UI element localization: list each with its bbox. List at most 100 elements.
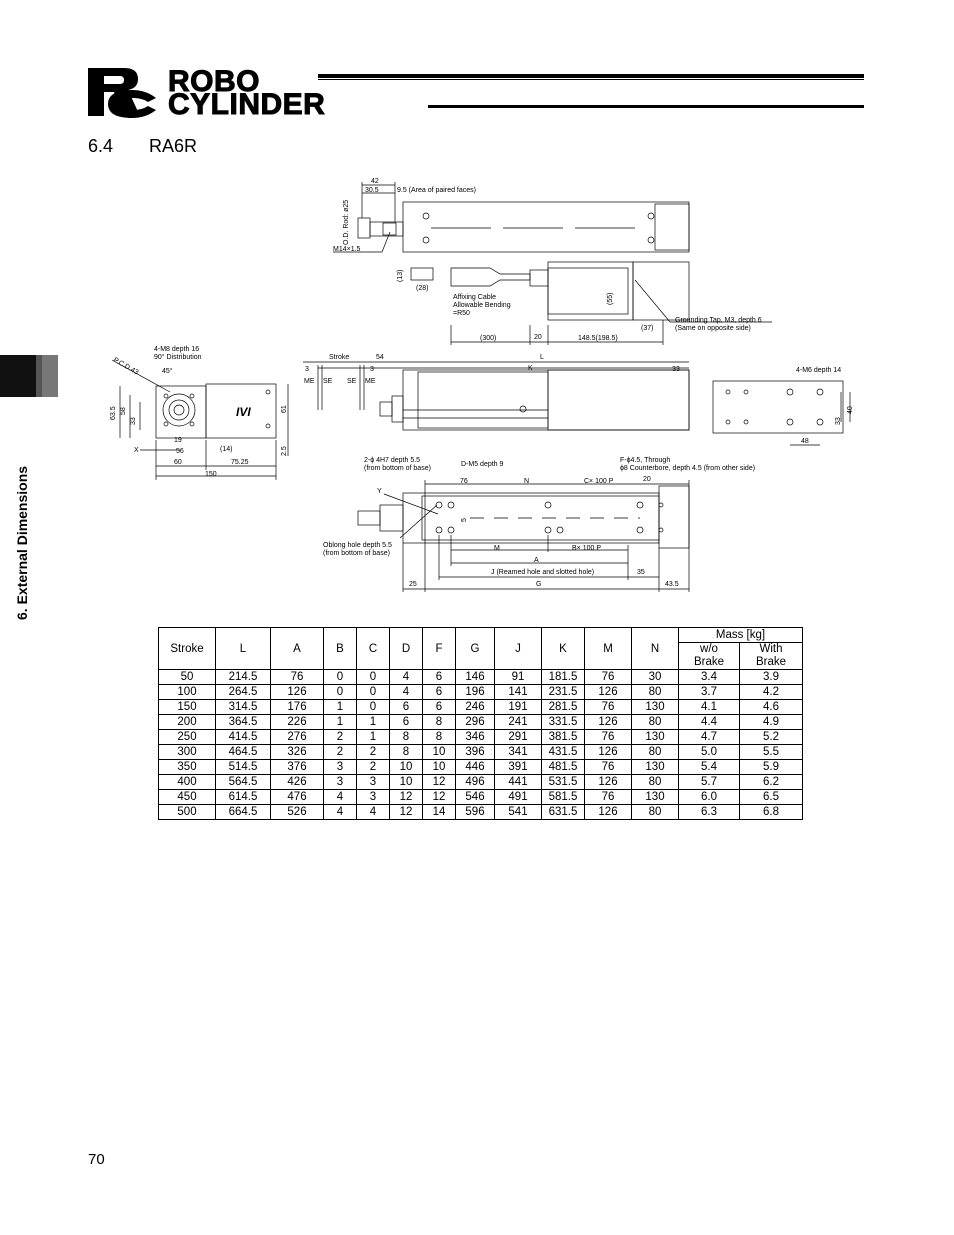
table-cell: 10 xyxy=(389,759,423,775)
table-cell: 126 xyxy=(584,744,632,760)
brand-mark: IVI xyxy=(236,405,251,419)
table-cell: 196 xyxy=(455,684,495,700)
table-cell: 246 xyxy=(455,699,495,715)
dim-56: 56 xyxy=(176,448,184,455)
table-cell: 6 xyxy=(422,684,456,700)
table-cell: 4.9 xyxy=(739,714,803,730)
table-cell: 364.5 xyxy=(215,714,271,730)
table-cell: 1 xyxy=(356,729,390,745)
dim-28: (28) xyxy=(416,285,428,292)
chapter-label: 6. External Dimensions xyxy=(14,465,30,620)
table-cell: 6.3 xyxy=(678,804,740,820)
header-G: G xyxy=(455,627,495,670)
dim-55: (55) xyxy=(607,293,614,305)
dim-63-5: 63.5 xyxy=(110,406,117,420)
table-subheader-row: w/o Brake With Brake xyxy=(159,642,803,670)
dim-61: 61 xyxy=(281,405,288,413)
header-mass: Mass [kg] xyxy=(678,627,803,643)
y-label: Y xyxy=(377,488,382,495)
dim-2-5: 2.5 xyxy=(281,446,288,456)
table-cell: 5.7 xyxy=(678,774,740,790)
m8-line2: 90° Distribution xyxy=(154,353,202,361)
header-C: C xyxy=(356,627,390,670)
table-cell: 100 xyxy=(158,684,216,700)
table-cell: 76 xyxy=(584,699,632,715)
table-cell: 500 xyxy=(158,804,216,820)
table-cell: 4 xyxy=(389,669,423,685)
m8-line1: 4-M8 depth 16 xyxy=(154,346,199,353)
table-cell: 76 xyxy=(584,759,632,775)
table-cell: 14 xyxy=(422,804,456,820)
brand-word-cylinder: CYLINDER xyxy=(167,88,326,121)
table-cell: 491 xyxy=(494,789,542,805)
table-cell: 5.9 xyxy=(739,759,803,775)
table-cell: 12 xyxy=(389,789,423,805)
header-M: M xyxy=(584,627,632,670)
table-cell: 1 xyxy=(323,699,357,715)
table-cell: 30 xyxy=(631,669,679,685)
section-model: RA6R xyxy=(149,136,198,156)
table-cell: 0 xyxy=(356,699,390,715)
table-cell: 3 xyxy=(323,759,357,775)
table-cell: 514.5 xyxy=(215,759,271,775)
header-D: D xyxy=(389,627,423,670)
table-cell: 8 xyxy=(389,729,423,745)
table-cell: 126 xyxy=(584,774,632,790)
header-A: A xyxy=(270,627,324,670)
dim-N: N xyxy=(524,478,529,485)
table-cell: 6.2 xyxy=(739,774,803,790)
table-cell: 126 xyxy=(584,684,632,700)
header-N: N xyxy=(631,627,679,670)
table-cell: 5.4 xyxy=(678,759,740,775)
dim-148-5: 148.5(198.5) xyxy=(578,335,618,342)
table-cell: 3.4 xyxy=(678,669,740,685)
dim-40: 40 xyxy=(847,406,854,414)
table-cell: 450 xyxy=(158,789,216,805)
fphi-line1: F-ϕ4.5, Through xyxy=(620,457,670,464)
table-cell: 80 xyxy=(631,684,679,700)
table-cell: 150 xyxy=(158,699,216,715)
table-cell: 10 xyxy=(422,759,456,775)
dim-paired-faces: 9.5 (Area of paired faces) xyxy=(397,187,476,194)
table-cell: 10 xyxy=(389,774,423,790)
table-cell: 614.5 xyxy=(215,789,271,805)
table-cell: 6 xyxy=(422,699,456,715)
table-cell: 341 xyxy=(494,744,542,760)
table-cell: 141 xyxy=(494,684,542,700)
table-cell: 4.4 xyxy=(678,714,740,730)
dim-150: 150 xyxy=(205,471,217,478)
rc-logo-mark xyxy=(88,68,156,118)
header-mass-without-brake: w/o Brake xyxy=(678,642,740,670)
table-cell: 476 xyxy=(270,789,324,805)
table-cell: 264.5 xyxy=(215,684,271,700)
table-cell: 581.5 xyxy=(541,789,585,805)
dim-300: (300) xyxy=(480,335,496,342)
h7-line2: (from bottom of base) xyxy=(364,465,431,472)
table-cell: 5.0 xyxy=(678,744,740,760)
table-cell: 300 xyxy=(158,744,216,760)
table-cell: 400 xyxy=(158,774,216,790)
table-cell: 126 xyxy=(584,804,632,820)
table-cell: 4.1 xyxy=(678,699,740,715)
table-cell: 8 xyxy=(422,714,456,730)
table-cell: 241 xyxy=(494,714,542,730)
table-cell: 4.7 xyxy=(678,729,740,745)
table-cell: 146 xyxy=(455,669,495,685)
table-cell: 5.5 xyxy=(739,744,803,760)
table-cell: 226 xyxy=(270,714,324,730)
dim-13: (13) xyxy=(397,270,404,282)
header-J: J xyxy=(494,627,542,670)
table-cell: 381.5 xyxy=(541,729,585,745)
dim-58: 58 xyxy=(120,407,127,415)
table-cell: 3.9 xyxy=(739,669,803,685)
table-cell: 446 xyxy=(455,759,495,775)
table-cell: 314.5 xyxy=(215,699,271,715)
dim-A: A xyxy=(534,557,539,564)
table-cell: 50 xyxy=(158,669,216,685)
dim-5: 5 xyxy=(461,518,468,522)
affixing-line3: =R50 xyxy=(453,310,470,317)
header-L: L xyxy=(215,627,271,670)
dim-K: K xyxy=(528,365,533,372)
